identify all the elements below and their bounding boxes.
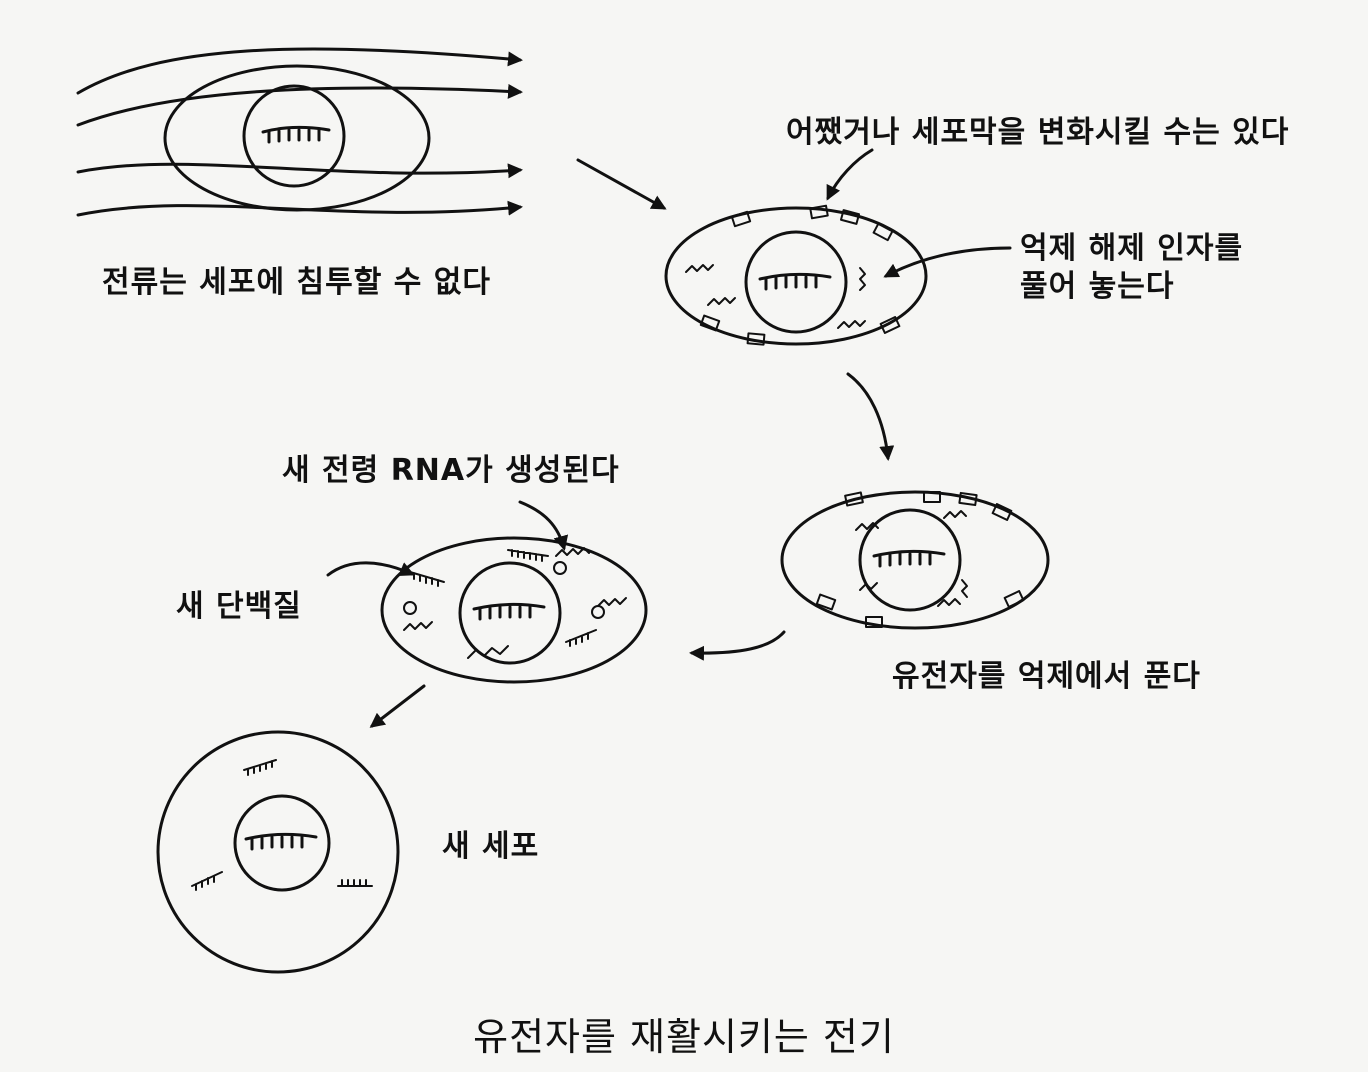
stage2-altered-cell <box>664 204 928 346</box>
flow-arrow-3 <box>689 630 786 661</box>
cell-nucleus <box>233 794 331 892</box>
cell-nucleus <box>242 84 346 188</box>
label-release-factor-line2: 풀어 놓는다 <box>1020 269 1175 304</box>
gene-icon <box>872 549 946 568</box>
flow-arrow-1 <box>576 158 667 210</box>
stage5-new-cell <box>156 730 400 974</box>
pointer-protein <box>326 561 415 577</box>
current-line-2 <box>76 83 523 127</box>
label-current-cannot-penetrate: 전류는 세포에 침투할 수 없다 <box>102 265 491 300</box>
new-proteins <box>191 759 373 891</box>
label-new-rna: 새 전령 RNA가 생성된다 <box>282 453 620 488</box>
stage1-cell-in-current <box>76 47 523 217</box>
stage3-derepressed-cell <box>780 490 1050 630</box>
pointer-mrna <box>518 500 569 551</box>
current-line-1 <box>76 47 523 95</box>
cell-nucleus <box>744 230 848 334</box>
label-release-factor-line1: 억제 해제 인자를 <box>1020 231 1244 266</box>
current-flow-lines <box>76 47 523 217</box>
membrane-pores <box>815 491 1025 628</box>
label-derepress-gene: 유전자를 억제에서 푼다 <box>892 659 1201 694</box>
figure-caption: 유전자를 재활시키는 전기 <box>473 1015 895 1059</box>
cell-membrane <box>664 206 928 346</box>
new-proteins <box>409 549 597 647</box>
gene-icon <box>472 602 546 621</box>
derepressor-factors <box>685 264 866 329</box>
cell-nucleus <box>458 561 562 665</box>
membrane-pores <box>699 204 901 346</box>
cell-membrane <box>156 730 400 974</box>
flow-arrow-4 <box>369 684 426 728</box>
pointer-membrane <box>826 148 874 201</box>
released-factors <box>855 510 968 607</box>
stage4-active-cell <box>380 536 648 684</box>
current-line-3 <box>76 162 523 179</box>
cell-membrane <box>163 64 431 212</box>
pointer-factor <box>883 246 1012 278</box>
flow-arrow-2 <box>846 372 895 461</box>
label-new-cell: 새 세포 <box>442 829 540 864</box>
cell-nucleus <box>858 508 962 612</box>
cell-membrane <box>380 536 648 684</box>
label-new-protein: 새 단백질 <box>176 589 302 624</box>
label-alter-membrane: 어쨌거나 세포막을 변화시킬 수는 있다 <box>786 115 1290 150</box>
gene-icon <box>261 125 331 144</box>
gene-icon <box>244 832 318 851</box>
gene-icon <box>758 272 832 291</box>
cell-membrane <box>780 490 1050 630</box>
